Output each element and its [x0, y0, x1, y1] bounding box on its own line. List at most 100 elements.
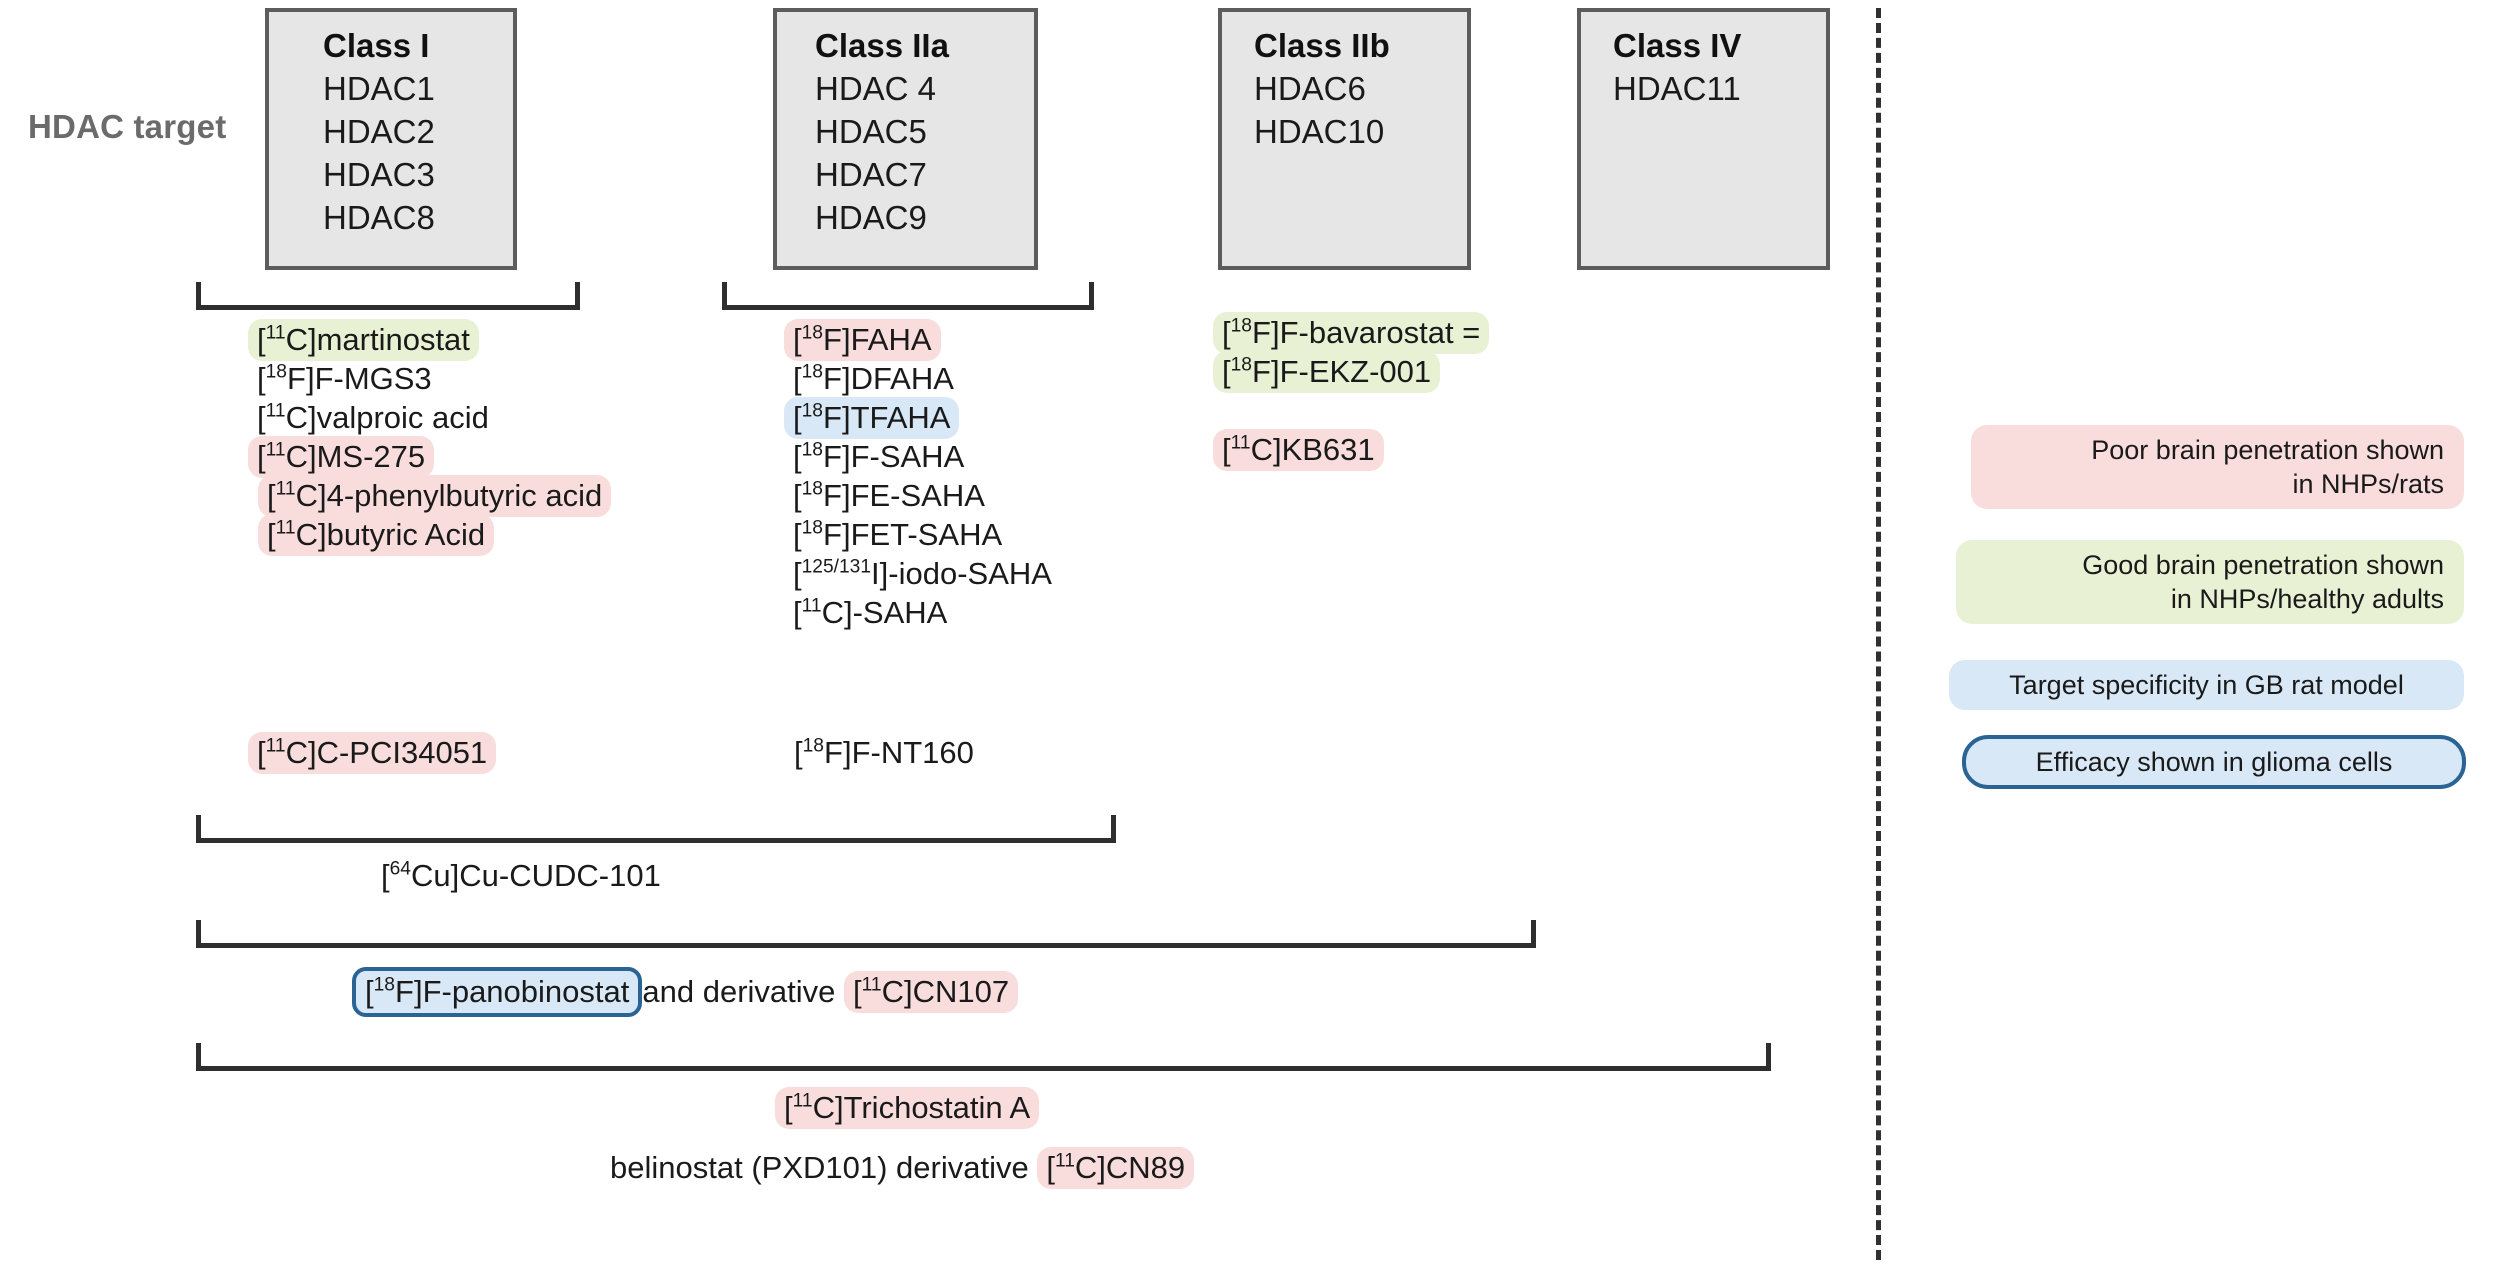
bracket-class-iia — [722, 282, 1094, 310]
element-symbol: F — [823, 361, 842, 396]
element-symbol: C — [285, 400, 308, 435]
tracer-item: [18F]F-EKZ-001 — [1213, 351, 1489, 393]
legend-line-1: Target specificity in GB rat model — [2009, 670, 2404, 700]
legend-line-2: in NHPs/rats — [2292, 469, 2444, 499]
element-symbol: F — [287, 361, 306, 396]
tracer-list-class-i: [11C]martinostat [18F]F-MGS3 [11C]valpro… — [248, 319, 612, 556]
tracer-name: -iodo-SAHA — [888, 556, 1052, 591]
tracer-list-class-iia: [18F]FAHA [18F]DFAHA [18F]TFAHA [18F]F-S… — [784, 319, 1061, 632]
tracer-item: [125/131I]-iodo-SAHA — [793, 556, 1052, 591]
hdac-member: HDAC7 — [815, 156, 927, 193]
tracer-item: [11C]MS-275 — [248, 436, 611, 478]
hdac-member: HDAC 4 — [815, 70, 937, 107]
tracer-item: [11C]Trichostatin A — [775, 1087, 1040, 1129]
bracket-class-i-to-iv — [196, 1043, 1771, 1071]
bracket-class-i-to-iia — [196, 815, 1116, 843]
tracer-item: [18F]DFAHA — [793, 361, 954, 396]
legend-target-specificity: Target specificity in GB rat model — [1949, 660, 2464, 710]
legend-good-penetration: Good brain penetration shown in NHPs/hea… — [1956, 540, 2464, 624]
element-symbol: C — [295, 517, 318, 552]
class-title: Class IIa — [815, 27, 949, 64]
bracket-class-i-to-iib — [196, 920, 1536, 948]
tracer-item: [11C]-SAHA — [793, 595, 948, 630]
belinostat-prefix: belinostat (PXD101) derivative — [610, 1150, 1038, 1185]
tracer-span-belinostat: belinostat (PXD101) derivative [11C]CN89 — [610, 1147, 1195, 1189]
isotope-number: 11 — [861, 974, 882, 996]
isotope-number: 11 — [275, 478, 296, 500]
tracer-item: [18F]F-SAHA — [793, 439, 965, 474]
isotope-number: 11 — [1054, 1150, 1075, 1172]
isotope-number: 64 — [389, 858, 411, 880]
bracket-class-i — [196, 282, 580, 310]
class-box-class-iv: Class IV HDAC11 — [1577, 8, 1830, 270]
isotope-number: 11 — [792, 1090, 813, 1112]
tracer-item: [18F]FE-SAHA — [793, 478, 985, 513]
tracer-name: 4-phenylbutyric acid — [326, 478, 603, 513]
element-symbol: C — [881, 974, 904, 1009]
element-symbol: F — [823, 400, 842, 435]
legend-poor-penetration: Poor brain penetration shown in NHPs/rat… — [1971, 425, 2464, 509]
element-symbol: Cu — [411, 858, 451, 893]
tracer-name: Trichostatin A — [843, 1090, 1031, 1125]
tracer-item: [11C]4-phenylbutyric acid — [248, 475, 612, 517]
hdac-member: HDAC6 — [1254, 70, 1366, 107]
tracer-name: KB631 — [1281, 432, 1375, 467]
hdac-member: HDAC9 — [815, 199, 927, 236]
tracer-item: [18F]FET-SAHA — [793, 517, 1003, 552]
class-box-class-i: Class I HDAC1 HDAC2 HDAC3 HDAC8 — [265, 8, 517, 270]
tracer-item: [18F]TFAHA — [784, 397, 1061, 439]
tracer-item: belinostat (PXD101) derivative [11C]CN89 — [610, 1147, 1195, 1189]
tracer-name: butyric Acid — [326, 517, 486, 552]
tracer-list-class-iib: [18F]F-bavarostat = [18F]F-EKZ-001 [11C]… — [1213, 312, 1490, 471]
isotope-number: 18 — [265, 361, 287, 383]
isotope-number: 11 — [265, 322, 286, 344]
element-symbol: I — [871, 556, 880, 591]
element-symbol: F — [395, 974, 414, 1009]
tracer-item: [18F]F-NT160 — [794, 735, 974, 770]
tracer-name: -SAHA — [852, 595, 948, 630]
element-symbol: F — [823, 322, 842, 357]
hdac-member: HDAC3 — [323, 156, 435, 193]
hdac-member: HDAC10 — [1254, 113, 1385, 150]
isotope-number: 11 — [265, 735, 286, 757]
tracer-list-class-iia-lower: [18F]F-NT160 — [785, 733, 983, 772]
tracer-name: F-NT160 — [851, 735, 974, 770]
tracer-name: valproic acid — [316, 400, 489, 435]
element-symbol: C — [812, 1090, 835, 1125]
tracer-list-class-i-lower: [11C]C-PCI34051 — [248, 732, 497, 774]
tracer-name: CN107 — [912, 974, 1010, 1009]
element-symbol: C — [285, 322, 308, 357]
tracer-item: [11C]valproic acid — [257, 400, 489, 435]
isotope-number: 18 — [801, 400, 823, 422]
element-symbol: F — [1252, 315, 1271, 350]
legend-efficacy: Efficacy shown in glioma cells — [1962, 735, 2466, 789]
isotope-number: 125/131 — [801, 556, 872, 578]
isotope-number: 18 — [801, 478, 823, 500]
tracer-name: MS-275 — [316, 439, 426, 474]
tracer-name: F-bavarostat = — [1279, 315, 1481, 350]
tracer-name: F-SAHA — [850, 439, 965, 474]
tracer-item: [18F]F-MGS3 — [257, 361, 432, 396]
legend-line-1: Poor brain penetration shown — [2091, 435, 2444, 465]
tracer-name: DFAHA — [850, 361, 954, 396]
tracer-item: [18F]FAHA — [784, 319, 1061, 361]
isotope-number: 18 — [801, 439, 823, 461]
element-symbol: F — [824, 735, 843, 770]
tracer-item: [11C]butyric Acid — [248, 514, 611, 556]
element-symbol: C — [1250, 432, 1273, 467]
legend-line-1: Efficacy shown in glioma cells — [2035, 747, 2393, 777]
isotope-number: 18 — [373, 974, 395, 996]
isotope-number: 18 — [1230, 315, 1252, 337]
element-symbol: C — [821, 595, 844, 630]
isotope-number: 18 — [802, 735, 824, 757]
class-title: Class I — [323, 27, 430, 64]
cn107-pill: [11C]CN107 — [844, 971, 1019, 1013]
hdac-member: HDAC11 — [1613, 70, 1741, 107]
tracer-name: CN89 — [1105, 1150, 1186, 1185]
tracer-name: martinostat — [316, 322, 470, 357]
tracer-item: [11C]KB631 — [1213, 429, 1489, 471]
element-symbol: F — [1252, 354, 1271, 389]
tracer-name: F-EKZ-001 — [1279, 354, 1432, 389]
element-symbol: C — [295, 478, 318, 513]
